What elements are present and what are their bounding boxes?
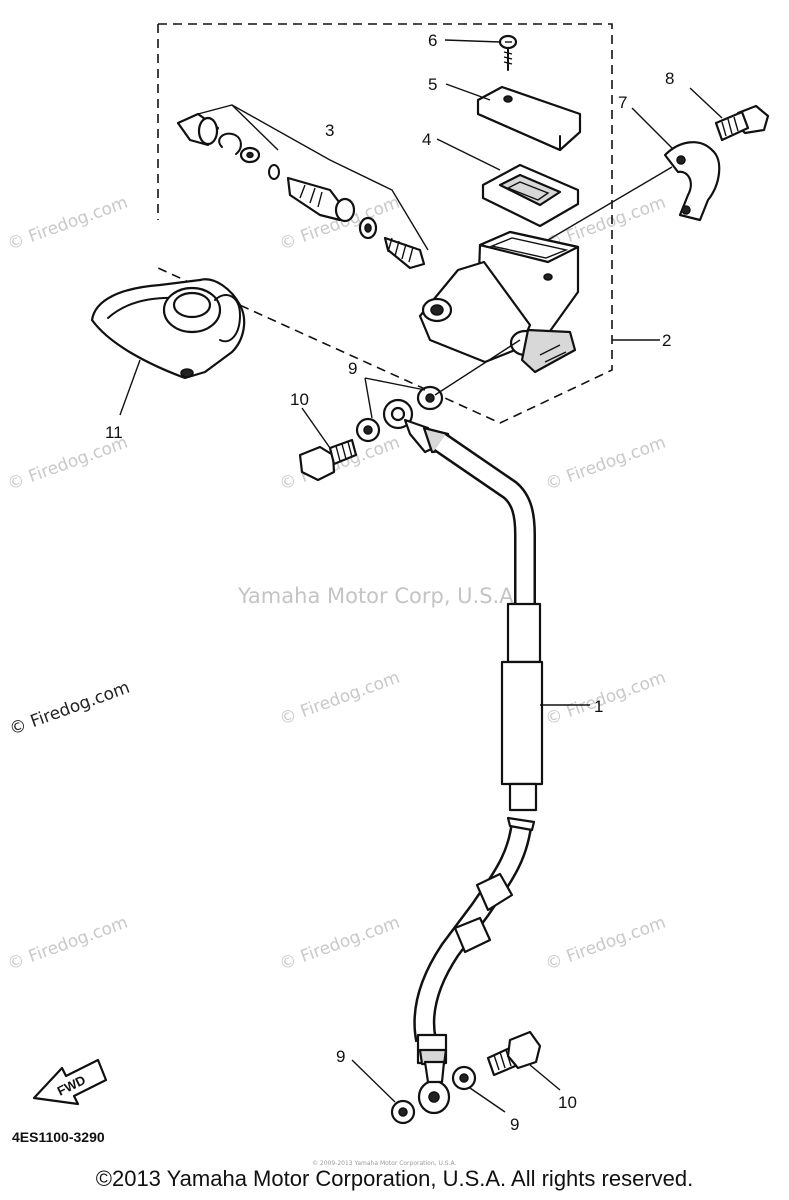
callout-7: 7 [618, 93, 627, 112]
lever-cover [90, 278, 246, 380]
callouts: 6 5 4 3 7 8 2 9 10 11 1 9 9 10 [105, 31, 674, 1134]
brake-hose [413, 432, 544, 1066]
lower-banjo [390, 1060, 477, 1125]
upper-banjo [355, 385, 454, 454]
watermark-center: Yamaha Motor Corp, U.S.A. [237, 584, 520, 608]
callout-5: 5 [428, 75, 437, 94]
watermark: © Firedog.com [5, 193, 131, 255]
callout-11: 11 [105, 423, 123, 442]
callout-9: 9 [348, 359, 357, 378]
watermark: © Firedog.com [5, 913, 131, 975]
watermark: © Firedog.com [543, 913, 669, 975]
mini-copyright: © 2009-2013 Yamaha Motor Corporation, U.… [312, 1160, 457, 1167]
watermark: © Firedog.com [277, 433, 403, 495]
callout-3: 3 [325, 121, 334, 140]
watermark: © Firedog.com [277, 668, 403, 730]
clamp-bolt [714, 104, 770, 142]
watermark-dark: © Firedog.com [7, 678, 133, 740]
master-cylinder [418, 230, 580, 374]
diaphragm [481, 163, 580, 228]
reservoir-cap [476, 85, 582, 152]
callout-10: 10 [290, 390, 309, 409]
watermark: © Firedog.com [543, 433, 669, 495]
forward-arrow: FWD [32, 1058, 108, 1106]
watermark: © Firedog.com [277, 913, 403, 975]
leader-lines [119, 39, 723, 1113]
callout-10-lower: 10 [558, 1093, 577, 1112]
callout-6: 6 [428, 31, 437, 50]
callout-9-lower-right: 9 [510, 1115, 519, 1134]
assembly-outline [157, 23, 613, 424]
callout-2: 2 [662, 331, 671, 350]
part-code: 4ES1100-3290 [12, 1129, 105, 1145]
handlebar-clamp [663, 141, 721, 222]
piston-kit [176, 104, 429, 270]
callout-1: 1 [594, 697, 603, 716]
cap-screw [498, 34, 518, 71]
callout-8: 8 [665, 69, 674, 88]
callout-9-lower-left: 9 [336, 1047, 345, 1066]
callout-4: 4 [422, 130, 431, 149]
copyright-footer: ©2013 Yamaha Motor Corporation, U.S.A. A… [95, 1166, 694, 1191]
watermark: © Firedog.com [543, 668, 669, 730]
upper-union-bolt [298, 438, 358, 482]
lower-union-bolt [486, 1030, 542, 1077]
